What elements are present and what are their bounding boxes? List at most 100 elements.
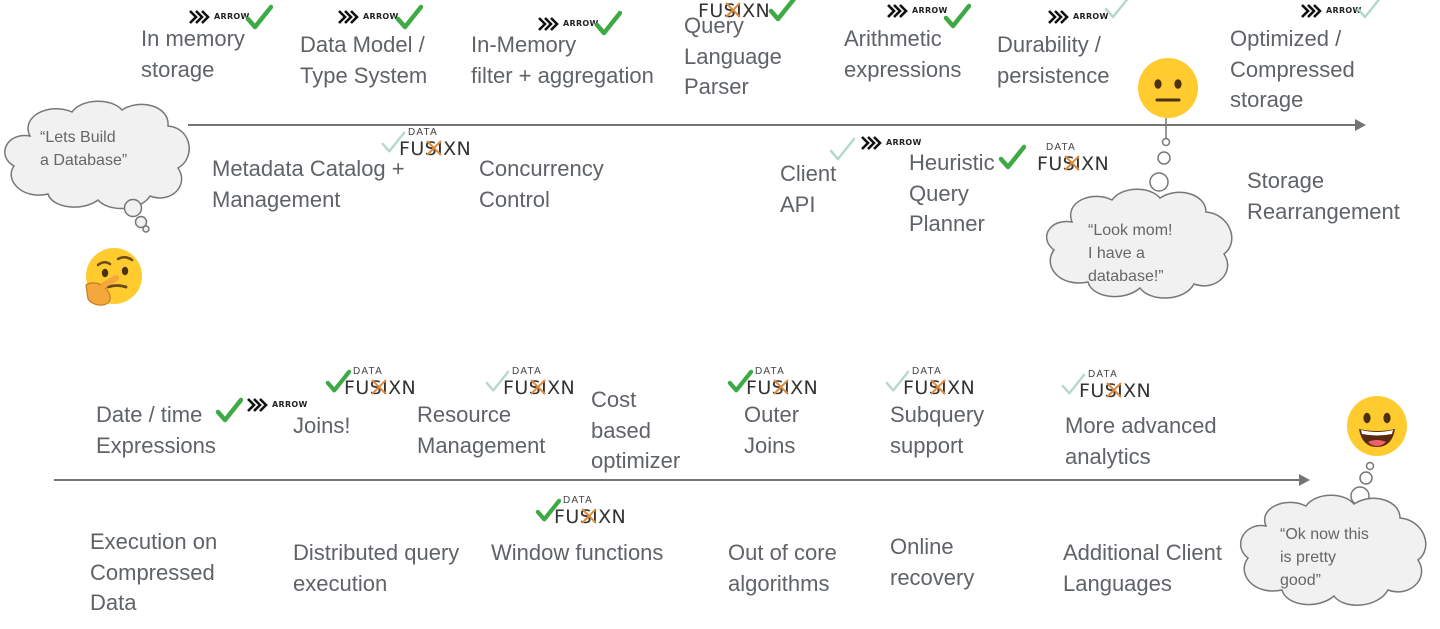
thought-bubble-middle: “Look mom! I have a database!” <box>1040 116 1250 316</box>
milestone-additional-client-languages: Additional Client Languages <box>1063 538 1222 599</box>
milestone-line: Execution on <box>90 529 218 554</box>
milestone-online-recovery: Online recovery <box>890 532 974 593</box>
milestone-metadata-catalog: Metadata Catalog + Management <box>212 154 405 215</box>
milestone-resource-management: Resource Management <box>417 400 545 461</box>
datafusion-logo-icon: DATA FUSIXN <box>1018 142 1109 175</box>
milestone-query-parser: Query Language Parser <box>684 11 782 103</box>
milestone-line: Arithmetic <box>844 26 942 51</box>
milestone-execution-compressed: Execution on Compressed Data <box>90 527 217 619</box>
milestone-line: Rearrangement <box>1247 198 1400 224</box>
milestone-outer-joins: Outer Joins <box>744 400 799 461</box>
thought-bubble-text: “Lets Build a Database” <box>40 126 127 172</box>
milestone-data-model: Data Model / Type System <box>300 30 427 91</box>
milestone-line: algorithms <box>728 570 830 596</box>
bubble-line: “Lets Build <box>40 129 116 146</box>
milestone-line: API <box>780 191 816 217</box>
milestone-line: Distributed query <box>293 540 460 565</box>
milestone-line: Parser <box>684 74 749 99</box>
milestone-line: storage <box>141 56 215 82</box>
milestone-line: Management <box>417 432 546 458</box>
arrow-logo-text: ARROW <box>363 12 399 21</box>
milestone-line: Subquery <box>890 402 985 427</box>
thought-bubble-text: “Ok now this is pretty good” <box>1280 523 1369 592</box>
milestone-line: Storage <box>1247 168 1325 193</box>
datafusion-logo-subtext: DATA <box>563 495 593 506</box>
milestone-line: Compressed <box>90 559 215 585</box>
milestone-line: Optimized / <box>1230 26 1342 51</box>
bubble-line: database!” <box>1088 268 1164 285</box>
milestone-in-memory-filter: In-Memory filter + aggregation <box>471 30 654 91</box>
milestone-line: Client <box>780 161 837 186</box>
datafusion-logo-subtext: DATA <box>912 366 942 377</box>
arrow-logo-text: ARROW <box>1326 6 1362 15</box>
milestone-line: storage <box>1230 87 1304 112</box>
milestone-line: Query <box>909 180 969 206</box>
check-icon <box>245 4 273 30</box>
milestone-storage-rearrangement: Storage Rearrangement <box>1247 166 1400 227</box>
milestone-line: Control <box>479 186 550 212</box>
milestone-line: analytics <box>1065 443 1151 469</box>
milestone-line: Resource <box>417 402 512 427</box>
milestone-line: Metadata Catalog + <box>212 156 405 181</box>
milestone-durability: Durability / persistence <box>997 30 1110 91</box>
datafusion-logo-subtext: DATA <box>1046 142 1076 153</box>
arrow-logo-icon: ARROW <box>538 16 598 32</box>
milestone-window-functions: Window functions <box>491 538 663 569</box>
datafusion-logo-subtext: DATA <box>755 366 785 377</box>
arrow-logo-text: ARROW <box>272 400 308 409</box>
milestone-line: More advanced <box>1065 413 1217 438</box>
milestone-line: Heuristic <box>909 150 995 175</box>
milestone-out-of-core: Out of core algorithms <box>728 538 837 599</box>
arrow-logo-icon: ARROW <box>338 9 398 25</box>
milestone-line: support <box>890 432 964 458</box>
arrow-logo-icon: ARROW <box>1301 3 1361 19</box>
milestone-line: Cost <box>591 387 637 412</box>
milestone-line: In-Memory <box>471 32 577 57</box>
thought-bubble-start: “Lets Build a Database” <box>0 96 200 236</box>
datafusion-logo-subtext: DATA <box>408 127 438 138</box>
milestone-arithmetic: Arithmetic expressions <box>844 24 961 85</box>
check-icon <box>998 144 1026 170</box>
check-icon <box>395 4 423 30</box>
milestone-line: execution <box>293 570 388 596</box>
bubble-line: is pretty <box>1280 549 1337 566</box>
milestone-optimized-storage: Optimized / Compressed storage <box>1230 24 1355 116</box>
arrow-logo-text: ARROW <box>912 6 948 15</box>
datafusion-logo-subtext: DATA <box>512 366 542 377</box>
milestone-line: optimizer <box>591 448 681 473</box>
thought-bubble-end: “Ok now this is pretty good” <box>1236 460 1440 624</box>
milestone-concurrency: Concurrency Control <box>479 154 604 215</box>
milestone-cost-optimizer: Cost based optimizer <box>591 385 680 477</box>
milestone-line: Online <box>890 534 954 559</box>
datafusion-logo-icon: DATA FUSIXN <box>484 366 575 399</box>
milestone-line: Planner <box>909 211 985 236</box>
grinning-face-icon <box>1347 396 1407 456</box>
milestone-distributed-execution: Distributed query execution <box>293 538 459 599</box>
datafusion-logo-subtext: DATA <box>353 366 383 377</box>
milestone-line: Durability / <box>997 32 1101 57</box>
milestone-line: Outer <box>744 402 800 427</box>
arrow-logo-icon: ARROW <box>189 9 249 25</box>
milestone-client-api: Client API <box>780 159 836 220</box>
milestone-line: Languages <box>1063 570 1172 596</box>
milestone-line: In memory <box>141 26 245 51</box>
milestone-line: Additional Client <box>1063 540 1222 565</box>
milestone-line: Language <box>684 43 782 69</box>
milestone-line: Data Model / <box>300 32 425 57</box>
bubble-line: good” <box>1280 572 1321 589</box>
neutral-face-icon <box>1138 58 1198 118</box>
milestone-line: Concurrency <box>479 156 604 181</box>
milestone-in-memory-storage: In memory storage <box>141 24 245 85</box>
arrow-logo-icon: ARROW <box>247 397 307 413</box>
milestone-line: Data <box>90 590 137 615</box>
milestone-line: Window functions <box>491 540 664 565</box>
milestone-line: Date / time <box>96 402 203 427</box>
datafusion-logo-icon: DATA FUSIXN <box>727 366 818 399</box>
milestone-line: Joins! <box>293 413 351 438</box>
milestone-line: filter + aggregation <box>471 62 654 88</box>
milestone-advanced-analytics: More advanced analytics <box>1065 411 1217 472</box>
datafusion-logo-icon: DATA FUSIXN <box>535 495 626 528</box>
thought-bubble-text: “Look mom! I have a database!” <box>1088 219 1172 288</box>
milestone-heuristic-planner: Heuristic Query Planner <box>909 148 995 240</box>
